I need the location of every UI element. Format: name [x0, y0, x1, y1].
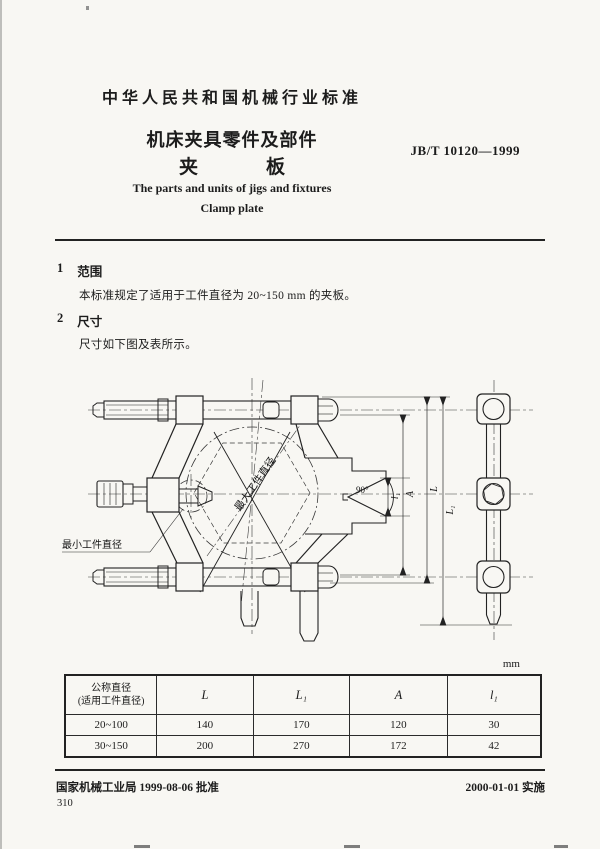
page-number: 310	[57, 798, 73, 809]
right-stud	[299, 591, 319, 642]
header-L: L	[156, 674, 254, 715]
table-unit-label: mm	[502, 658, 520, 670]
section-1-heading: 1 范围	[57, 261, 102, 280]
section-2-title: 尺寸	[77, 315, 103, 329]
subtitle-chinese: 夹 板	[82, 152, 382, 179]
min-diameter-leader	[62, 508, 184, 553]
table-row: 30~150 200 270 172 42	[64, 735, 542, 758]
top-screw	[92, 395, 339, 425]
center-stud	[240, 591, 259, 627]
top-screw-nut	[317, 398, 339, 422]
scan-edge-left	[0, 0, 2, 849]
bottom-screw	[92, 562, 339, 642]
section-2-body: 尺寸如下图及表所示。	[79, 339, 197, 351]
dimension-lines	[322, 396, 512, 626]
middle-screw	[96, 480, 148, 508]
scan-smudge-1	[134, 845, 150, 848]
header-rule	[55, 239, 545, 241]
dim-label-A: A	[405, 490, 416, 498]
nut-profile	[483, 483, 504, 505]
standard-code: JB/T 10120—1999	[410, 143, 520, 158]
standard-label: 中华人民共和国机械行业标准	[101, 90, 362, 107]
dim-label-l1: l₁	[390, 493, 401, 499]
subtitle-char-ban: 板	[266, 157, 286, 178]
label-min-workpiece-diameter: 最小工件直径	[62, 538, 122, 551]
cell-size1-range: 20~100	[64, 714, 158, 736]
section-1-body: 本标准规定了适用于工件直径为 20~150 mm 的夹板。	[79, 290, 357, 302]
table-header-row: 公称直径 (适用工件直径) L L₁ A l₁	[64, 674, 542, 715]
section-2-number: 2	[57, 311, 64, 325]
cell-size1-l1: 30	[446, 714, 542, 736]
approval-text: 国家机械工业局 1999-08-06 批准	[56, 782, 219, 794]
implementation-text: 2000-01-01 实施	[465, 782, 545, 794]
side-view-tip	[485, 614, 502, 625]
header-nominal-diameter: 公称直径 (适用工件直径)	[64, 674, 158, 715]
scan-speck	[86, 6, 89, 10]
hex-workpiece-outline	[193, 442, 311, 544]
dimensions-table: 公称直径 (适用工件直径) L L₁ A l₁ 20~100 140 170 1…	[64, 674, 542, 758]
side-view	[476, 393, 511, 625]
cell-size1-L: 140	[156, 714, 254, 736]
diameter-leader-line	[206, 423, 302, 557]
label-angle-90: 90°	[356, 485, 369, 495]
section-2-heading: 2 尺寸	[57, 311, 102, 330]
footer-rule	[55, 769, 545, 771]
header-l1: l₁	[446, 674, 542, 715]
screw-cone-tip	[197, 485, 213, 507]
bottom-screw-nut	[317, 565, 339, 589]
max-workpiece-circle	[185, 426, 319, 560]
v-notch	[346, 477, 387, 517]
title-english: The parts and units of jigs and fixtures	[132, 181, 332, 195]
clamp-arms	[151, 423, 349, 593]
title-chinese: 机床夹具零件及部件	[146, 130, 318, 150]
scan-smudge-2	[344, 845, 360, 848]
header-nominal-line1: 公称直径	[91, 682, 132, 694]
section-1-title: 范围	[77, 265, 103, 279]
section-1-number: 1	[57, 261, 64, 275]
cell-size2-A: 172	[349, 735, 448, 758]
dim-label-L: L	[429, 486, 440, 493]
header-L1: L₁	[252, 674, 351, 715]
scan-smudge-3	[554, 845, 568, 848]
workpiece-outlines	[174, 423, 319, 560]
subtitle-char-jia: 夹	[178, 157, 198, 178]
dim-label-L1: L₁	[445, 505, 456, 515]
cell-size2-L1: 270	[252, 735, 351, 758]
cell-size1-A: 120	[349, 714, 448, 736]
cell-size2-l1: 42	[446, 735, 542, 758]
table-row: 20~100 140 170 120 30	[64, 714, 542, 736]
technical-drawing: 最大工件直径 最小工件直径 90° l₁ A L L₁	[62, 378, 533, 642]
cell-size1-L1: 170	[252, 714, 351, 736]
header-nominal-line2: (适用工件直径)	[77, 696, 145, 707]
header-A: A	[349, 674, 448, 715]
subtitle-english: Clamp plate	[200, 201, 264, 215]
cell-size2-range: 30~150	[64, 735, 158, 758]
cell-size2-L: 200	[156, 735, 254, 758]
